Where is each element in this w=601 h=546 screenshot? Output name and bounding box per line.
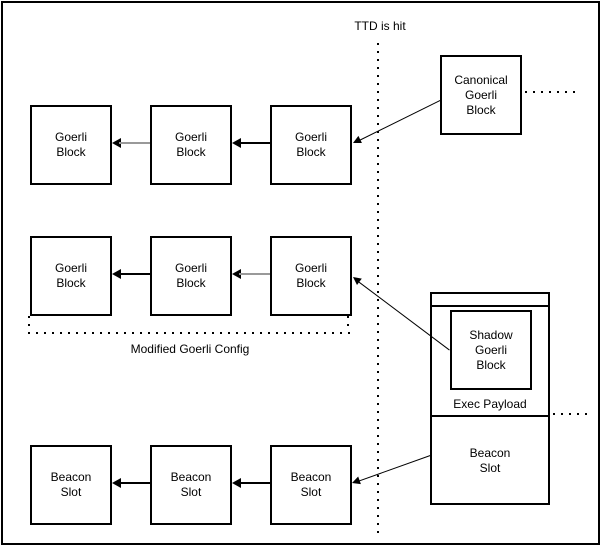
ttd-is-hit-label: TTD is hit — [354, 19, 406, 33]
arrowhead-icon — [112, 138, 121, 148]
exec-payload-label: Exec Payload — [453, 397, 527, 411]
beacon-block-container: Shadow Goerli Block Exec Payload Beacon … — [430, 292, 550, 505]
goerli-block-row2-3: Goerli Block — [270, 236, 352, 316]
arrowhead-icon — [112, 478, 121, 488]
config-bracket-left-tick — [28, 316, 30, 332]
config-bracket-right-tick — [347, 316, 349, 332]
arrow-row2-left-icon — [112, 269, 150, 279]
arrow-row1-left-icon — [112, 138, 150, 148]
shadow-goerli-block: Shadow Goerli Block — [450, 310, 532, 390]
beacon-slot-row-3: Beacon Slot — [270, 445, 352, 525]
beacon-slot-row-1: Beacon Slot — [30, 445, 112, 525]
arrow-container-to-beacon-icon — [350, 454, 431, 487]
container-divider-line — [432, 415, 548, 417]
goerli-block-row1-3: Goerli Block — [270, 105, 352, 185]
canonical-goerli-block: Canonical Goerli Block — [440, 55, 522, 135]
arrow-beacon-left-icon — [112, 478, 150, 488]
config-bracket-line — [28, 332, 352, 334]
goerli-block-row1-2: Goerli Block — [150, 105, 232, 185]
arrowhead-icon — [232, 478, 241, 488]
goerli-block-row2-2: Goerli Block — [150, 236, 232, 316]
goerli-block-row2-1: Goerli Block — [30, 236, 112, 316]
arrow-canonical-to-goerli-icon — [351, 99, 441, 147]
container-beacon-slot-label: Beacon Slot — [469, 446, 511, 475]
arrow-row2-right-icon — [232, 269, 270, 279]
arrow-row1-right-icon — [232, 138, 270, 148]
arrow-beacon-right-icon — [232, 478, 270, 488]
container-top-strip-line — [432, 305, 548, 307]
arrowhead-icon — [112, 269, 121, 279]
beacon-chain-dots — [553, 413, 591, 415]
arrowhead-icon — [232, 269, 241, 279]
goerli-block-row1-1: Goerli Block — [30, 105, 112, 185]
beacon-slot-row-2: Beacon Slot — [150, 445, 232, 525]
ttd-dotted-line — [377, 43, 379, 537]
canonical-chain-dots — [525, 91, 578, 93]
modified-goerli-config-label: Modified Goerli Config — [130, 342, 250, 356]
arrowhead-icon — [232, 138, 241, 148]
